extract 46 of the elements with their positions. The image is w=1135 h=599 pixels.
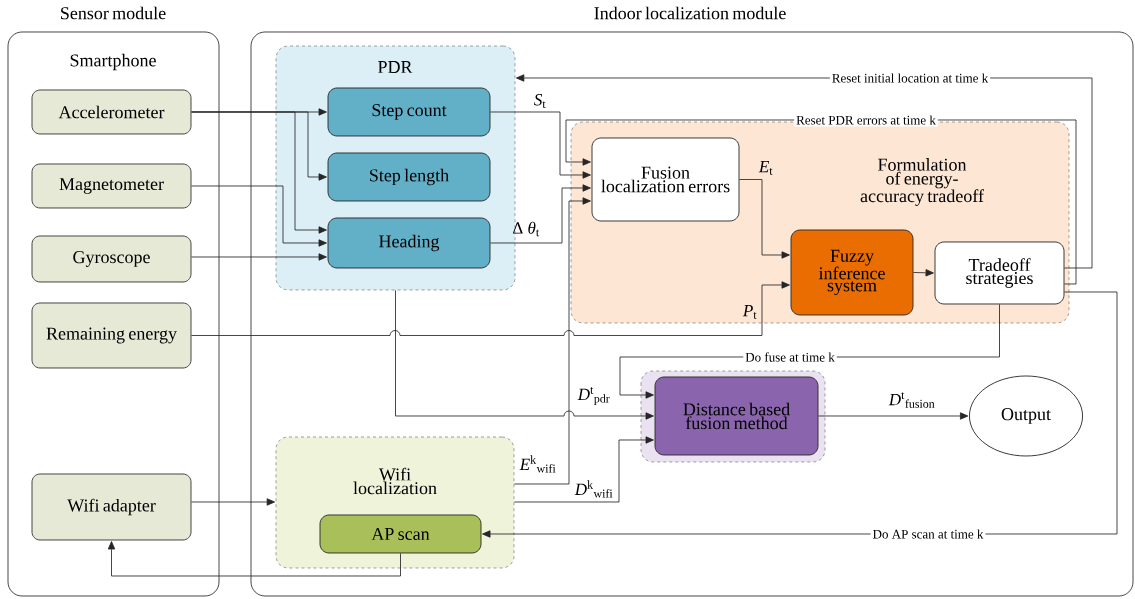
edge-label: D$^{k}$wifi bbox=[574, 480, 613, 498]
arrow bbox=[513, 436, 654, 503]
arrow bbox=[482, 291, 1118, 538]
sensor-box: Magnetometer bbox=[31, 163, 192, 209]
sensor-box: Remaining energy bbox=[31, 302, 192, 369]
sensor-box: Wifi adapter bbox=[31, 473, 192, 541]
edge-label: Do AP scan at time k bbox=[870, 527, 986, 541]
process-box: Fusion localization errors bbox=[591, 137, 740, 222]
module-title: Smartphone bbox=[70, 53, 156, 71]
edge-label: Do fuse at time k bbox=[743, 350, 837, 364]
group-title: Formulation of energy-accuracy tradeoff bbox=[860, 158, 984, 206]
process-box: Tradeoff strategies bbox=[934, 241, 1065, 305]
arrow bbox=[191, 498, 276, 506]
edge-label: P$_{t}$ bbox=[742, 305, 757, 319]
arrow bbox=[913, 269, 934, 277]
group-title: PDR bbox=[378, 61, 413, 73]
process-box: Fuzzy inference system bbox=[790, 229, 914, 316]
edge-label: Reset initial location at time k bbox=[829, 71, 991, 85]
arrow bbox=[490, 184, 591, 244]
arrow bbox=[818, 412, 969, 420]
edge-label: E$^{k}$wifi bbox=[519, 455, 556, 473]
arrow bbox=[739, 179, 790, 259]
arrow bbox=[395, 289, 654, 420]
arrow bbox=[513, 197, 591, 485]
module-heading: Sensor module bbox=[61, 6, 166, 20]
arrow bbox=[191, 253, 327, 261]
edge-label: S$_{t}$ bbox=[534, 94, 546, 108]
module-heading: Indoor localization module bbox=[594, 6, 786, 20]
process-box: Distance based fusion method bbox=[640, 370, 826, 463]
process-box: AP scan bbox=[319, 514, 482, 554]
group-title: Wifi localization bbox=[353, 467, 437, 495]
arrow bbox=[191, 281, 790, 336]
edge-label: D$^{t}$pdr bbox=[577, 386, 610, 406]
arrow bbox=[490, 111, 591, 179]
edge-label: D$^{t}$fusion bbox=[888, 392, 935, 408]
sensor-box: Gyroscope bbox=[31, 235, 192, 283]
arrow bbox=[191, 185, 327, 247]
edge-label: E$_{t}$ bbox=[758, 161, 773, 175]
arrow bbox=[191, 111, 327, 234]
arrow bbox=[107, 541, 401, 577]
process-box: Step length bbox=[327, 152, 491, 202]
process-box: Step count bbox=[327, 87, 491, 137]
edge-label: Δ θ$_{t}$ bbox=[513, 221, 540, 237]
edge-label: Reset PDR errors at time k bbox=[794, 113, 938, 127]
process-box: Heading bbox=[327, 217, 491, 269]
sensor-box: Accelerometer bbox=[31, 89, 192, 135]
